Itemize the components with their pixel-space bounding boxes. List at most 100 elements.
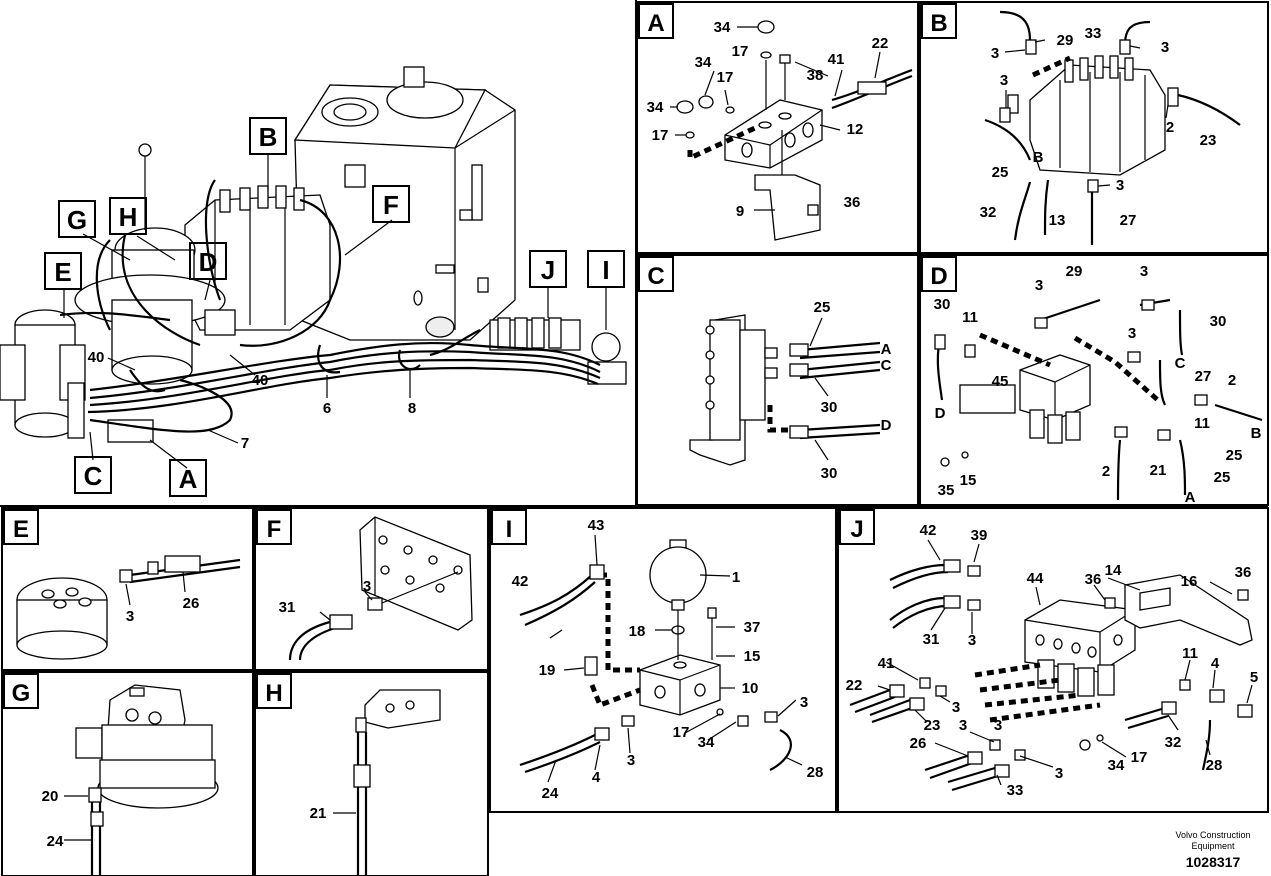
part-number-label: E [54,257,71,287]
part-number-label: 30 [1210,313,1227,330]
part-number-label: 2 [1102,463,1110,480]
part-number-label: 31 [923,631,940,648]
panel-B-tag [921,3,957,39]
part-number-label: 3 [994,717,1002,734]
part-number-label: 3 [363,578,371,595]
part-number-label: E [13,516,29,543]
panel-A-tag [638,3,674,39]
part-number-label: 1 [732,569,740,586]
callout-G[interactable]: G [58,200,96,238]
panel-H-tag [256,673,292,709]
part-number-label: I [602,255,609,285]
part-number-label: A [179,464,198,494]
part-number-label: C [647,263,664,290]
part-number-label: B [930,10,947,37]
item-40-right: 40 [252,372,269,389]
brand-line-1: Volvo Construction [1175,830,1250,840]
part-number-label: 30 [821,465,838,482]
part-number-label: 32 [1165,734,1182,751]
part-number-label: 11 [1182,645,1198,662]
document-number: 1028317 [1186,854,1241,870]
part-number-label: 3 [1055,765,1063,782]
part-number-label: J [541,255,555,285]
panel-D-tag [921,256,957,292]
part-number-label: B [1033,149,1044,166]
part-number-label: 13 [1049,212,1066,229]
part-number-label: 28 [1206,757,1223,774]
part-number-label: 26 [183,595,200,612]
part-number-label: 45 [992,373,1009,390]
part-number-label: 42 [920,522,937,539]
part-number-label: 36 [1085,571,1102,588]
part-number-label: 17 [652,127,669,144]
panel-E: E 3 26 [1,507,254,671]
part-number-label: 23 [1200,132,1217,149]
part-number-label: 42 [512,573,529,590]
part-number-label: 12 [847,121,864,138]
part-number-label: 21 [1150,462,1167,479]
part-number-label: 34 [647,99,664,116]
callout-B[interactable]: B [249,117,287,155]
part-number-label: 3 [952,699,960,716]
part-number-label: 3 [1000,72,1008,89]
part-number-label: 24 [47,833,64,850]
part-number-label: C [1175,355,1186,372]
part-number-label: 39 [971,527,988,544]
part-number-label: 37 [744,619,761,636]
part-number-label: D [930,263,947,290]
panel-F-tag [256,509,292,545]
part-number-label: 15 [744,648,761,665]
part-number-label: 3 [1161,39,1169,56]
part-number-label: 2 [1166,119,1174,136]
item-7: 7 [241,435,249,452]
callout-E[interactable]: E [44,252,82,290]
part-number-label: H [119,202,138,232]
part-number-label: 38 [807,67,824,84]
part-number-label: I [506,516,513,543]
part-number-label: A [647,10,664,37]
panel-I-tag [491,509,527,545]
callout-C[interactable]: C [74,456,112,494]
part-number-label: 11 [1194,415,1210,432]
callout-I[interactable]: I [587,250,625,288]
part-number-label: 34 [714,19,731,36]
brand-line-2: Equipment [1191,841,1235,851]
footer-brand: Volvo Construction Equipment 1028317 [490,811,1268,870]
part-number-label: 15 [960,472,977,489]
part-number-label: 23 [924,717,941,734]
part-number-label: 11 [962,309,978,326]
part-number-label: 22 [846,677,863,694]
panel-C: C 25 A C 30 D 30 [636,254,919,506]
part-number-label: 34 [1108,757,1125,774]
accumulator-manifold [489,317,627,385]
part-number-label: 22 [872,35,889,52]
panel-J-tag [839,509,875,545]
part-number-label: 3 [126,608,134,625]
part-number-label: 28 [807,764,824,781]
part-number-label: 36 [844,194,861,211]
callout-A[interactable]: A [169,459,207,497]
part-number-label: D [935,405,946,422]
lower-manifolds [67,309,236,443]
callout-F[interactable]: F [372,185,410,223]
part-number-label: 25 [814,299,831,316]
panel-H: H 21 [254,671,489,876]
part-number-label: 33 [1007,782,1024,799]
part-number-label: 26 [910,735,927,752]
part-number-label: 29 [1066,263,1083,280]
part-number-label: 17 [732,43,749,60]
panel-J: J [837,507,1269,813]
part-number-label: F [383,190,399,220]
part-number-label: H [265,680,282,707]
part-number-label: 3 [1128,325,1136,342]
panel-G: G 20 24 [1,671,254,876]
part-number-label: 33 [1085,25,1102,42]
callout-D[interactable]: D [189,242,227,280]
callout-H[interactable]: H [109,197,147,235]
panel-I: I [489,507,837,813]
callout-J[interactable]: J [529,250,567,288]
part-number-label: 17 [1131,749,1148,766]
part-number-label: 5 [1250,669,1258,686]
part-number-label: 18 [629,623,646,640]
